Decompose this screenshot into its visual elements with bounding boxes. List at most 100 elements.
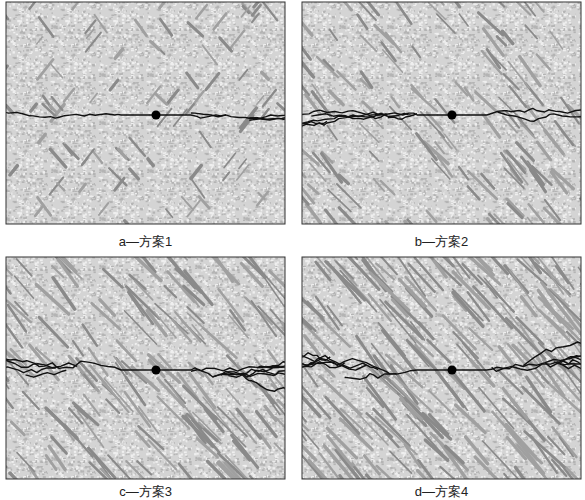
fibre — [187, 414, 202, 428]
fibre — [46, 408, 77, 439]
fibre — [439, 257, 454, 266]
fibre — [556, 266, 568, 283]
fibre — [443, 316, 476, 349]
fibre — [483, 441, 521, 479]
fibre — [327, 126, 337, 140]
fibre — [421, 112, 444, 137]
fibre — [466, 437, 488, 464]
fibre — [229, 316, 248, 338]
fibre — [23, 392, 39, 409]
fibre — [7, 301, 31, 323]
fibre — [555, 121, 573, 145]
fibre — [275, 443, 285, 472]
fibre — [463, 343, 490, 377]
fibre — [503, 388, 527, 419]
borehole-dot — [448, 366, 457, 375]
fibre — [302, 467, 307, 480]
fibre — [361, 35, 377, 51]
fibre — [491, 2, 504, 7]
fibre — [508, 62, 529, 88]
fibre — [270, 271, 285, 288]
fibre — [551, 289, 569, 306]
fibre — [568, 105, 581, 123]
fibre — [370, 273, 409, 311]
fibre — [307, 205, 321, 223]
fibre — [126, 378, 145, 405]
fibre — [553, 427, 577, 457]
crack-line — [302, 339, 366, 370]
fibre — [278, 400, 286, 412]
fibre — [302, 41, 310, 59]
fibre — [264, 274, 285, 299]
fibre — [330, 30, 337, 41]
fibre — [406, 277, 436, 311]
fibre — [29, 2, 38, 9]
fibre — [130, 138, 145, 156]
fibre — [370, 151, 379, 161]
rock-panel — [6, 257, 285, 479]
fibre — [50, 149, 66, 167]
crack-line — [498, 112, 582, 121]
fibre — [337, 184, 361, 208]
fibre — [252, 301, 277, 336]
panel-frame — [302, 257, 581, 479]
fibre — [116, 148, 129, 160]
fibre — [320, 376, 361, 414]
fibre — [452, 389, 467, 410]
fibre — [50, 106, 56, 112]
fibre — [218, 407, 247, 436]
fibre — [167, 90, 178, 104]
fibre — [320, 453, 343, 479]
fibre — [268, 351, 280, 367]
fibre — [541, 282, 571, 321]
fibre — [257, 96, 264, 104]
fibre — [326, 397, 359, 433]
fibre — [104, 379, 133, 412]
fibre — [340, 271, 376, 312]
fibre — [239, 159, 246, 168]
fibre — [135, 281, 153, 300]
fibre — [225, 463, 240, 479]
fibre — [39, 17, 53, 36]
fibre — [374, 179, 384, 191]
fibre — [423, 414, 451, 440]
fibre — [115, 49, 122, 58]
fibre — [360, 124, 379, 143]
fibre — [361, 72, 372, 88]
fibre — [478, 13, 503, 35]
fibre — [525, 25, 537, 38]
fibre — [547, 257, 574, 289]
fibre — [475, 457, 508, 479]
fibre — [51, 65, 62, 78]
fibre — [237, 165, 249, 180]
fibre — [381, 181, 395, 195]
fibre — [191, 166, 201, 179]
fibre — [537, 142, 550, 160]
fibre — [386, 355, 422, 387]
fibre — [199, 197, 209, 209]
fibre — [262, 2, 277, 20]
fibre — [149, 355, 180, 382]
fibre — [520, 57, 541, 86]
fibre — [39, 134, 46, 142]
fibre — [417, 257, 446, 277]
fibre — [125, 392, 150, 427]
fibre — [440, 467, 473, 479]
fibre — [501, 153, 522, 182]
fibre — [528, 218, 538, 225]
fibre — [82, 149, 94, 164]
fibre — [103, 269, 122, 287]
fibre — [73, 403, 98, 425]
fibre — [204, 429, 217, 441]
fibre — [517, 318, 543, 345]
fibre — [17, 453, 34, 472]
fibre — [6, 325, 22, 348]
fibre — [366, 2, 378, 15]
fibre — [549, 289, 581, 324]
fibre — [6, 257, 12, 275]
fibre — [427, 211, 437, 222]
fibre — [49, 446, 65, 469]
fibre — [453, 293, 483, 327]
fibre — [109, 168, 126, 185]
